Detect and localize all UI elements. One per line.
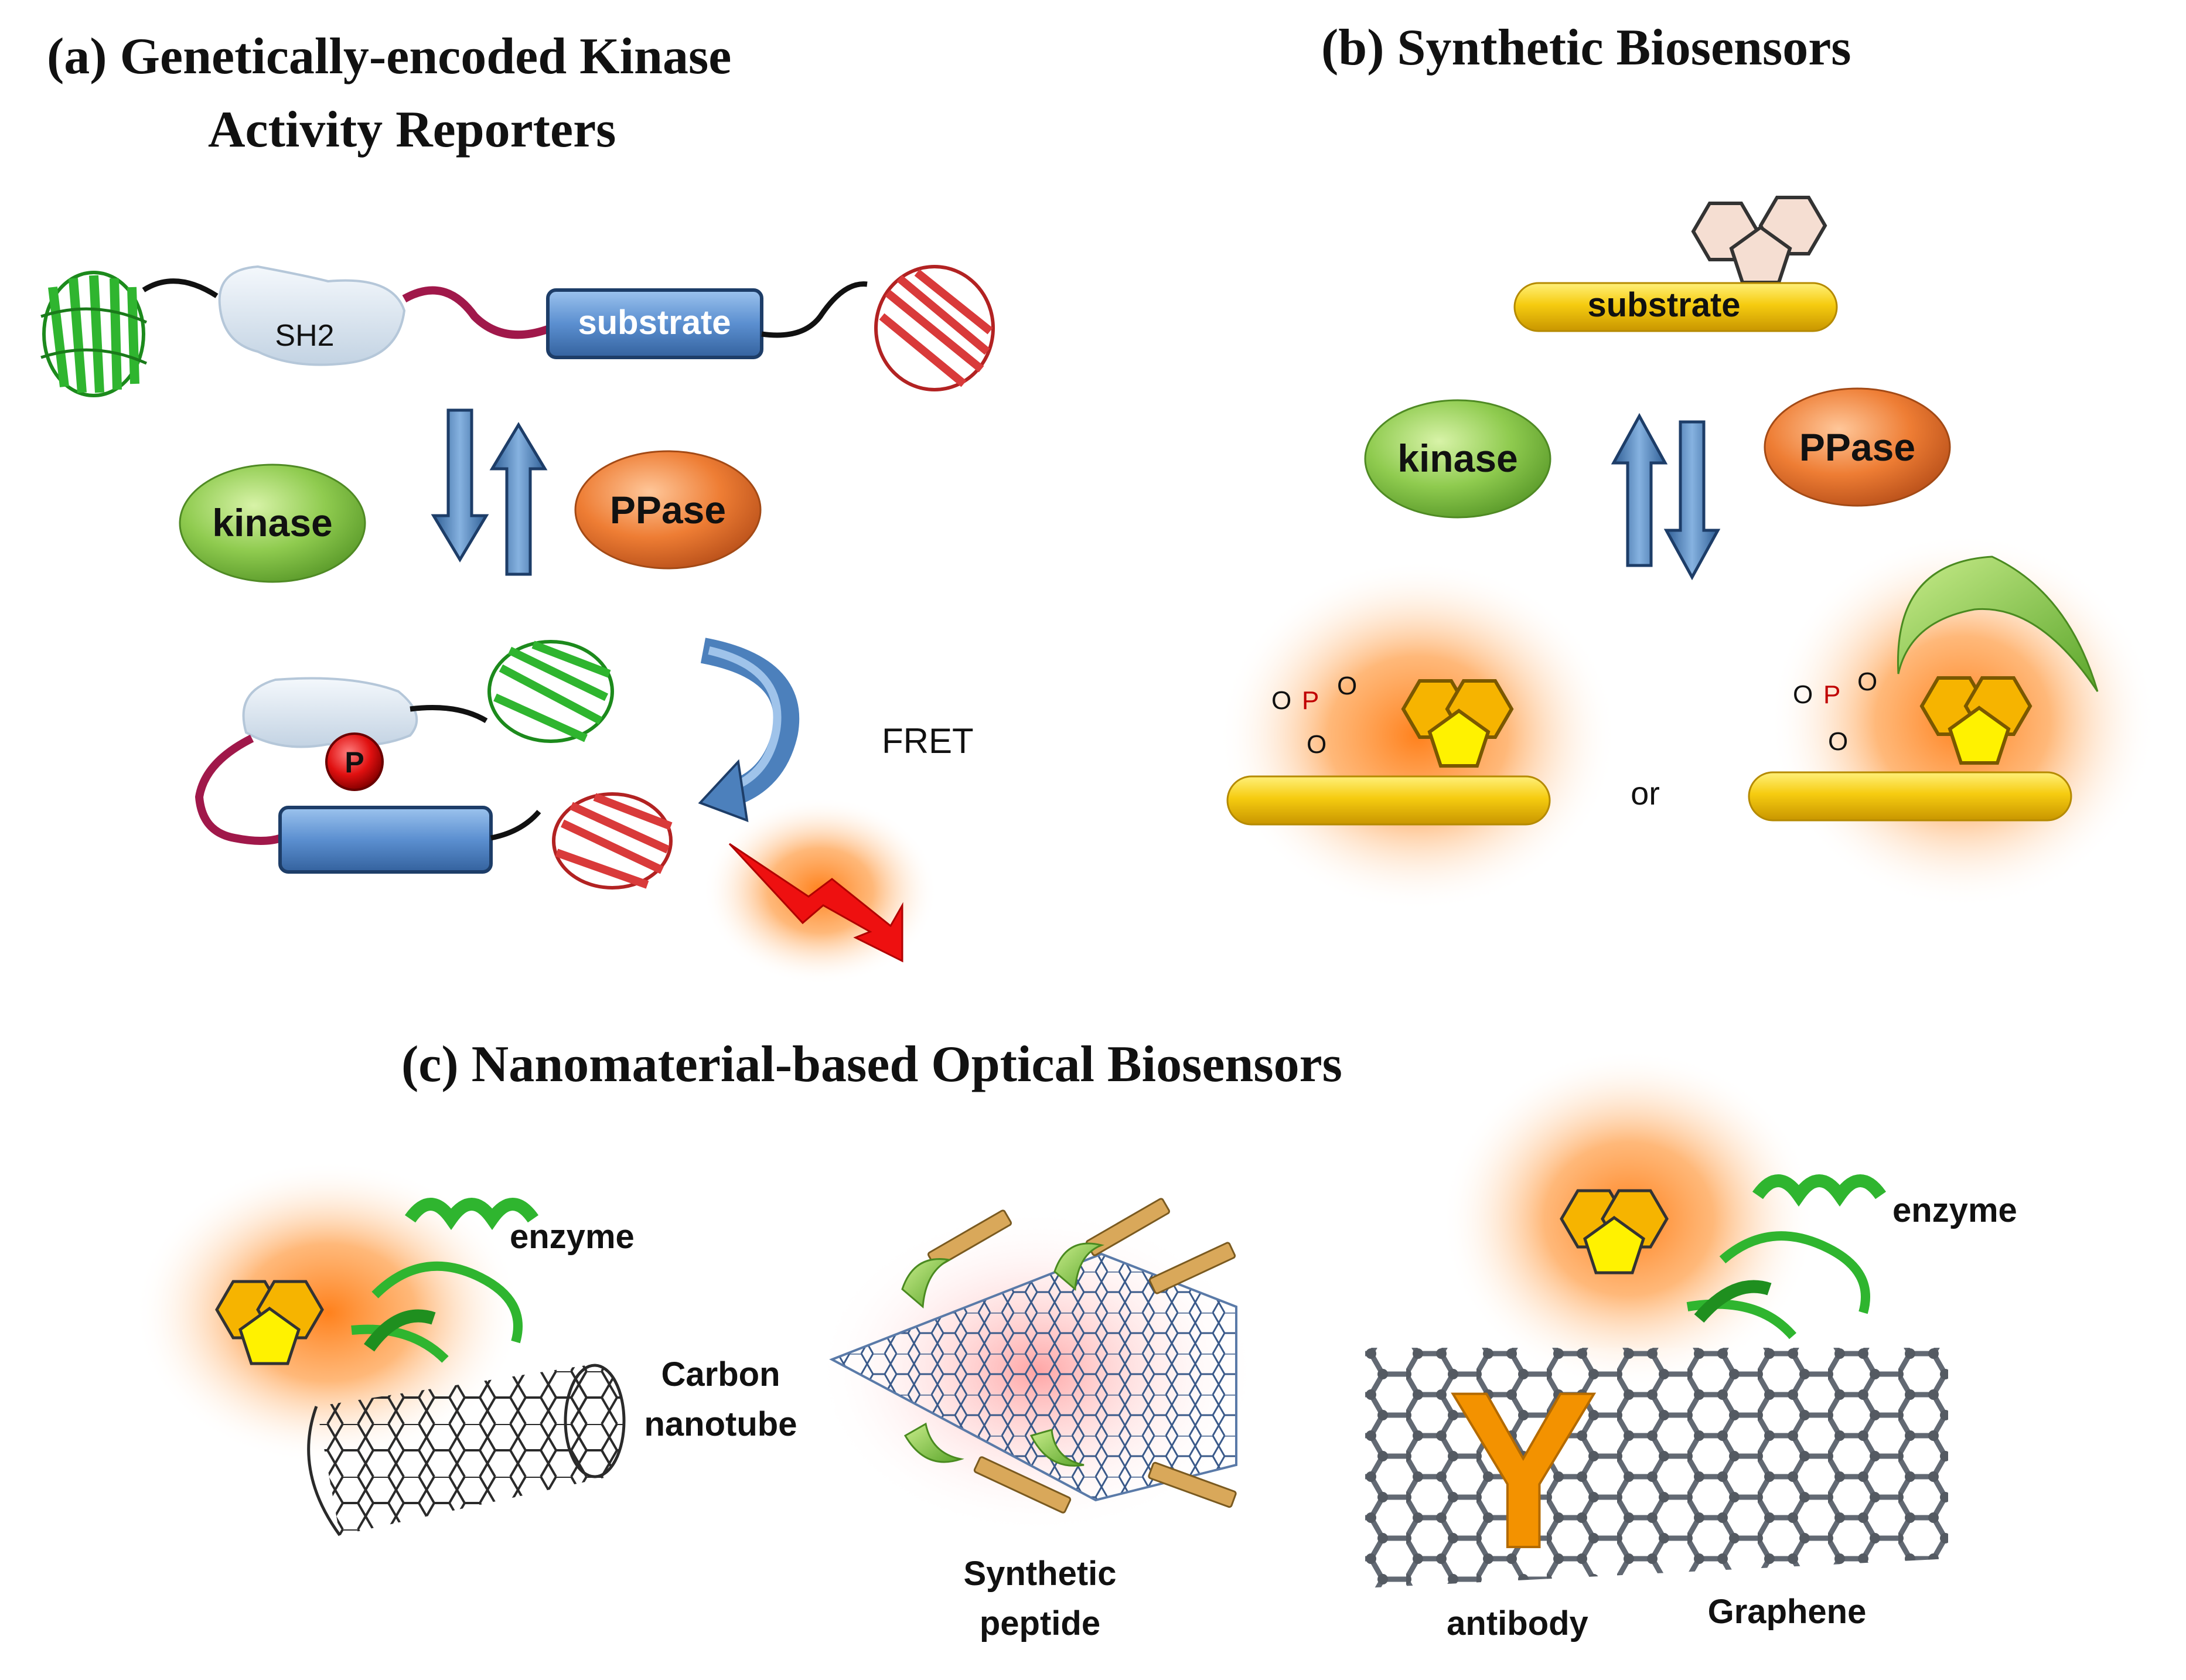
fret-label: FRET: [882, 721, 974, 761]
enzyme-helix-icon: [351, 1198, 539, 1363]
graphene-sensor: enzyme Y antibody Graphene: [1365, 1049, 2017, 1642]
carbon-label-line1: Carbon: [661, 1355, 780, 1393]
panel-c: (c) Nanomaterial-based Optical Biosensor…: [135, 1036, 2017, 1642]
enzyme-label-left: enzyme: [510, 1218, 635, 1256]
emission-lightning-icon: [703, 797, 937, 984]
phosphate-o: O: [1307, 730, 1326, 759]
panel-a-title-line2: Activity Reporters: [208, 101, 616, 158]
fret-curved-arrow: [698, 638, 800, 823]
graphene-sheet-icon: [1365, 1348, 1948, 1588]
peptide-stick-icons: [927, 1198, 1237, 1514]
panel-b: (b) Synthetic Biosensors substrate kinas…: [1219, 19, 2156, 911]
peptide-label-line2: peptide: [980, 1604, 1100, 1642]
equilibrium-arrows-a: [431, 408, 548, 576]
carbon-label-line2: nanotube: [644, 1405, 797, 1443]
receptor-leaf-icon: [1897, 556, 2099, 692]
ppase-label-b: PPase: [1799, 425, 1915, 469]
svg-text:O: O: [1793, 680, 1813, 709]
linker: [761, 281, 868, 338]
sh2-label: SH2: [275, 319, 334, 353]
gfp-protein-icon: [40, 271, 148, 397]
svg-text:O: O: [1828, 727, 1848, 756]
phosphorylated-substrate-left: O P O O: [1219, 560, 1617, 911]
equilibrium-arrows-b: [1611, 413, 1721, 581]
panel-a: (a) Genetically-encoded Kinase Activity …: [40, 28, 995, 984]
phospho-label: P: [345, 746, 364, 779]
substrate-box-a: substrate: [546, 288, 763, 359]
ppase-label-a: PPase: [610, 488, 726, 531]
antibody-label: antibody: [1447, 1604, 1588, 1642]
rfp-protein-icon: [874, 265, 995, 391]
phosphorylated-substrate-right: O P O O: [1748, 533, 2156, 908]
graphene-label: Graphene: [1708, 1593, 1867, 1631]
phosphate-o: O: [1271, 686, 1291, 715]
linker-red: [402, 286, 553, 339]
peptide-label-line1: Synthetic: [963, 1555, 1116, 1593]
phosphate-p: P: [1302, 686, 1319, 715]
receptor-leaf-icons: [901, 1242, 1105, 1467]
phosphate-o: O: [1337, 672, 1357, 700]
panel-c-title: (c) Nanomaterial-based Optical Biosensor…: [401, 1036, 1342, 1093]
panel-b-title: (b) Synthetic Biosensors: [1321, 19, 1851, 76]
or-label: or: [1631, 775, 1660, 812]
panel-a-title-line1: (a) Genetically-encoded Kinase: [47, 28, 731, 85]
kinase-label-a: kinase: [212, 501, 332, 544]
substrate-label-a: substrate: [578, 304, 731, 342]
substrate-rod-b: substrate: [1513, 282, 1838, 332]
ppase-ellipse-a: PPase: [574, 450, 762, 570]
svg-text:O: O: [1857, 667, 1877, 696]
antibody-y-icon: Y: [1449, 1345, 1597, 1594]
enzyme-label-right: enzyme: [1892, 1191, 2017, 1229]
ppase-ellipse-b: PPase: [1764, 387, 1951, 507]
gfp-protein-icon: [487, 640, 614, 743]
substrate-ligand-icon: [1693, 197, 1825, 282]
enzyme-helix-icon: [1686, 1174, 1887, 1340]
phospho-ball-icon: P: [325, 732, 384, 791]
carbon-nanotube-sensor: enzyme Carbon nanotube: [135, 1160, 797, 1536]
kinase-ellipse-a: kinase: [179, 464, 366, 583]
nanotube-icon: [307, 1364, 626, 1536]
synthetic-peptide-sensor: Synthetic peptide: [814, 1198, 1260, 1642]
linker: [142, 278, 219, 298]
substrate-box-phospho: [278, 806, 493, 874]
svg-text:P: P: [1823, 680, 1840, 709]
phosphorylated-reporter: P: [195, 640, 673, 890]
substrate-label-b: substrate: [1587, 286, 1740, 324]
kinase-ellipse-b: kinase: [1364, 399, 1551, 519]
kinase-label-b: kinase: [1397, 437, 1517, 480]
sh2-domain: SH2: [218, 265, 406, 366]
rfp-protein-icon: [552, 792, 673, 890]
